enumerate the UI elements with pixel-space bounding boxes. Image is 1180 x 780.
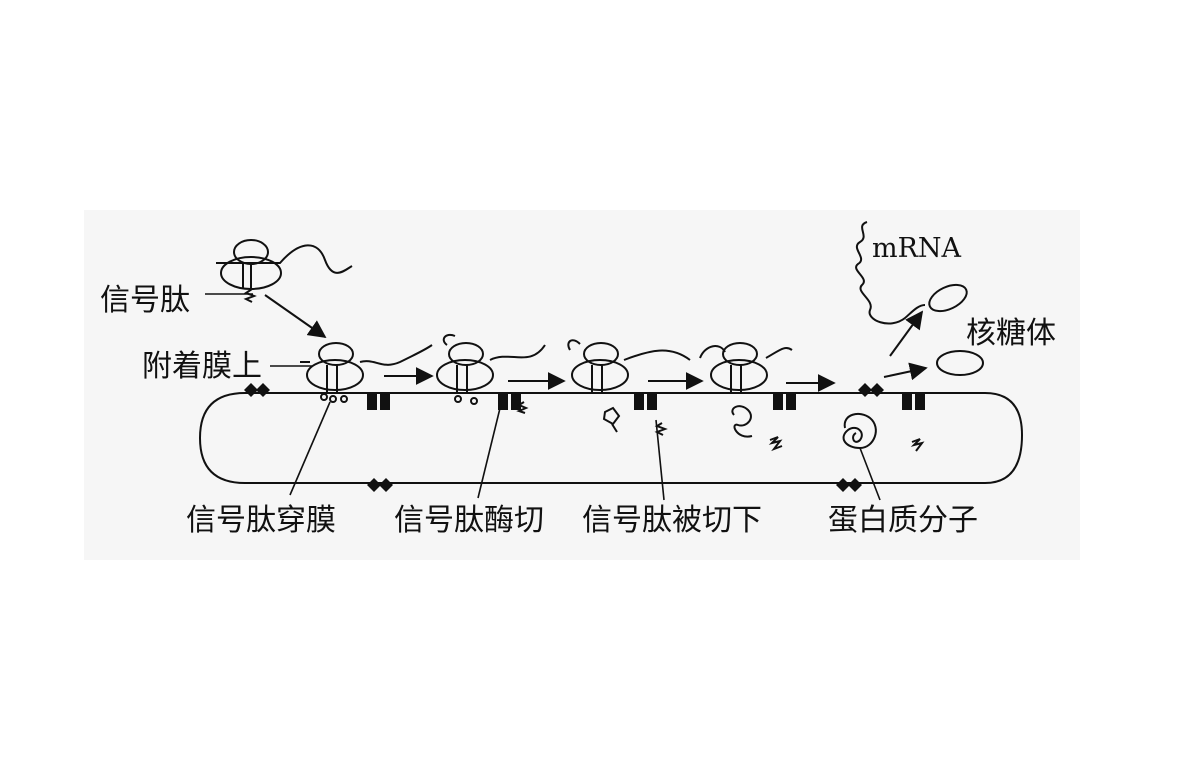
cleaved-signal-peptide [910, 438, 925, 452]
label-signal-cut-off: 信号肽被切下 [582, 503, 762, 538]
leader-lines [205, 293, 881, 501]
signal-peptidase-squares [367, 394, 925, 410]
bound-ribosome-1 [300, 342, 433, 403]
label-signal-crossing: 信号肽穿膜 [186, 503, 336, 538]
protein-molecule-shape [842, 412, 877, 450]
mrna-strand [855, 221, 926, 325]
er-membrane [198, 392, 1024, 484]
label-signal-peptide: 信号肽 [100, 283, 190, 318]
ribosome-small-subunit [928, 283, 968, 313]
process-arrows [264, 294, 928, 392]
ribosome-large-subunit [936, 350, 984, 376]
label-attach-membrane: 附着膜上 [142, 349, 262, 384]
bound-ribosome-2 [436, 334, 546, 414]
label-protein-molecule: 蛋白质分子 [828, 503, 978, 538]
label-mrna: mRNA [872, 233, 962, 264]
label-signal-enzyme-cut: 信号肽酶切 [394, 503, 544, 538]
bound-ribosome-3 [567, 339, 691, 436]
bound-ribosome-4 [699, 342, 793, 452]
label-ribosome: 核糖体 [966, 316, 1056, 351]
free-ribosome [216, 239, 353, 303]
membrane-receptor-diamonds [244, 383, 884, 492]
